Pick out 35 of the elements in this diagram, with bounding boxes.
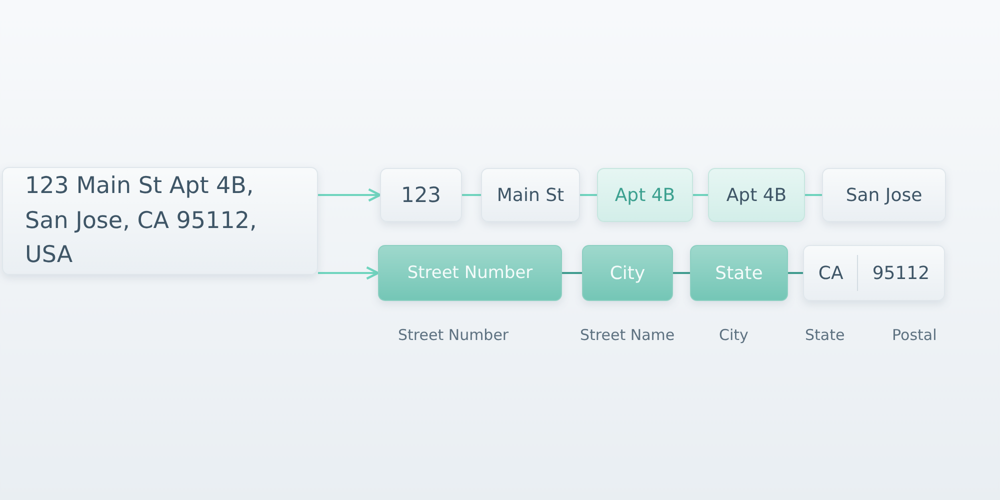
connector-line: [562, 272, 582, 274]
category-label: City: [719, 326, 748, 344]
address-field-box: [582, 245, 673, 301]
address-field-box: [822, 168, 946, 222]
category-label: State: [805, 326, 845, 344]
field-value: Apt 4B: [726, 184, 787, 206]
connector-line: [580, 194, 597, 196]
category-label: Postal: [892, 326, 937, 344]
field-value: 123: [400, 183, 442, 207]
category-label: Street Number: [398, 326, 509, 344]
field-value: State: [715, 262, 763, 284]
arrow: [318, 266, 380, 280]
address-field-box: [690, 245, 788, 301]
address-field-box: [481, 168, 580, 222]
arrow: [318, 188, 382, 202]
connector-line: [805, 194, 822, 196]
connector-line: [693, 194, 708, 196]
category-label: Street Name: [580, 326, 675, 344]
address-input-box: [2, 167, 318, 275]
field-value: CA: [818, 262, 844, 284]
field-value: 123 Main St Apt 4B, San Jose, CA 95112, USA: [25, 172, 258, 270]
address-field-box: [378, 245, 562, 301]
field-value: San Jose: [846, 184, 922, 206]
field-value: 95112: [872, 262, 930, 284]
address-field-box: [597, 168, 693, 222]
connector-line: [673, 272, 690, 274]
field-value: City: [610, 262, 646, 284]
connector-line: [788, 272, 803, 274]
address-field-box: [803, 245, 945, 301]
address-field-box: [708, 168, 805, 222]
field-value: Street Number: [407, 263, 533, 283]
field-value: Apt 4B: [614, 184, 676, 206]
field-value: Main St: [496, 184, 564, 206]
address-field-box: [380, 168, 462, 222]
connector-line: [462, 194, 481, 196]
